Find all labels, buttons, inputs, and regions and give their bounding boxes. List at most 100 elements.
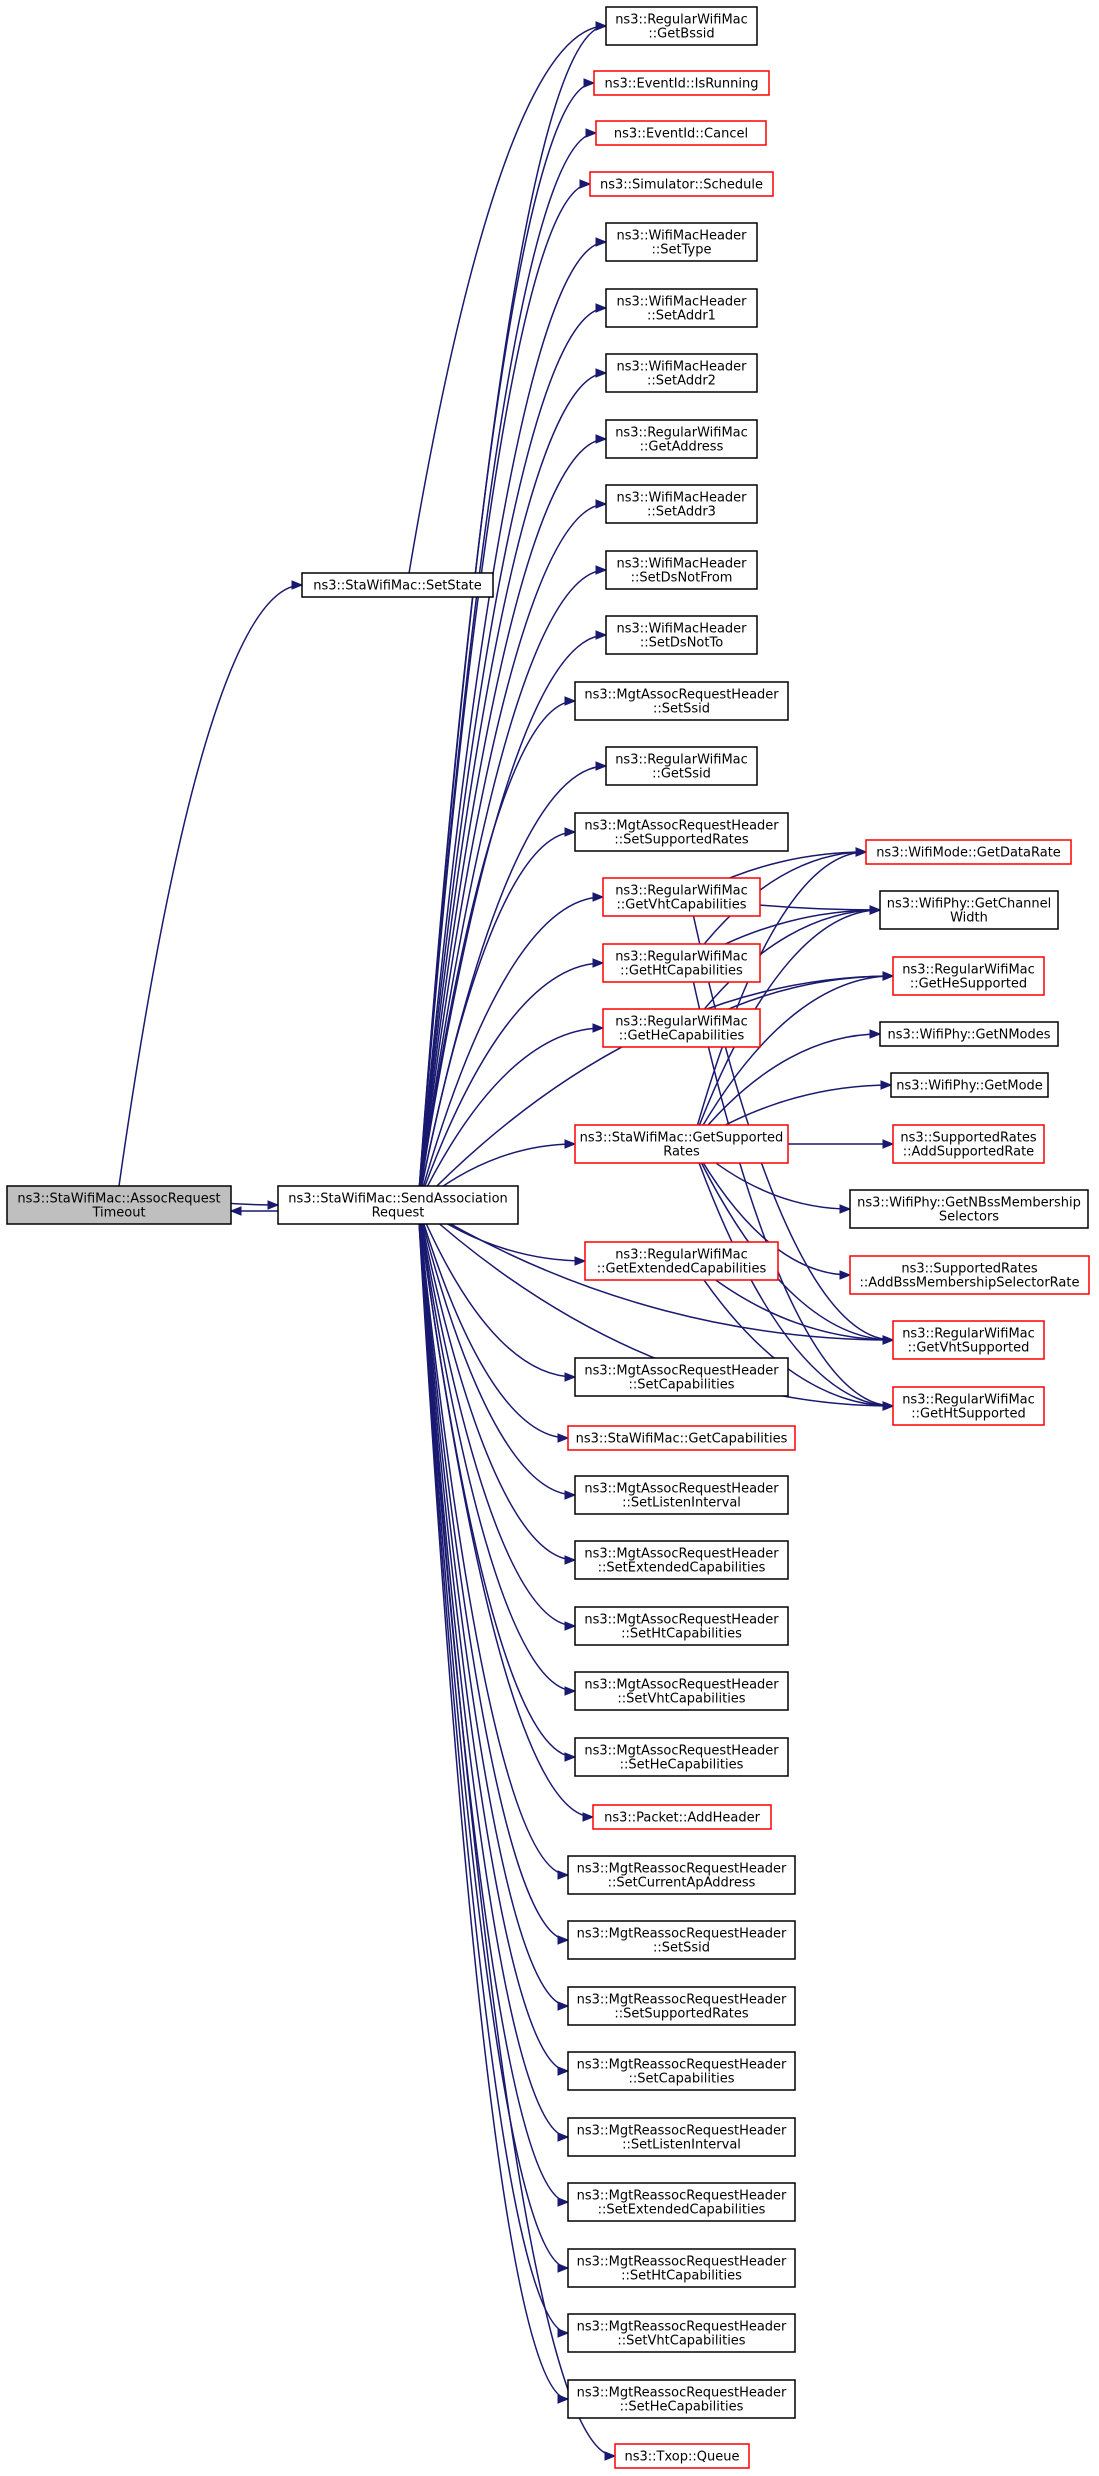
node-a-set-capabilities[interactable]: ns3::MgtAssocRequestHeader::SetCapabilit… xyxy=(574,1357,789,1397)
node-r-set-current-ap-address[interactable]: ns3::MgtReassocRequestHeader::SetCurrent… xyxy=(567,1855,796,1895)
node-label: ns3::Packet::AddHeader xyxy=(604,1811,760,1826)
node-a-set-extended-capabilities[interactable]: ns3::MgtAssocRequestHeader::SetExtendedC… xyxy=(574,1540,789,1580)
edge-send-association-request-to-a-set-listen-interval xyxy=(417,1204,577,1500)
node-label: ns3::StaWifiMac::GetSupported xyxy=(580,1131,784,1146)
node-label: ::GetHeCapabilities xyxy=(619,1029,745,1044)
node-label: ns3::MgtReassocRequestHeader xyxy=(577,1862,787,1877)
node-label: ::SetCurrentApAddress xyxy=(608,1876,756,1891)
node-get-nmodes[interactable]: ns3::WifiPhy::GetNModes xyxy=(879,1021,1059,1047)
node-get-he-capabilities[interactable]: ns3::RegularWifiMac::GetHeCapabilities xyxy=(602,1008,761,1048)
node-add-header[interactable]: ns3::Packet::AddHeader xyxy=(592,1804,772,1830)
node-a-set-ssid[interactable]: ns3::MgtAssocRequestHeader::SetSsid xyxy=(574,681,789,721)
node-get-address[interactable]: ns3::RegularWifiMac::GetAddress xyxy=(605,419,758,459)
node-get-vht-capabilities[interactable]: ns3::RegularWifiMac::GetVhtCapabilities xyxy=(602,877,761,917)
node-label: ns3::MgtAssocRequestHeader xyxy=(584,1613,779,1628)
node-label: ns3::WifiMacHeader xyxy=(616,229,747,244)
node-is-running[interactable]: ns3::EventId::IsRunning xyxy=(593,70,770,96)
node-set-addr3[interactable]: ns3::WifiMacHeader::SetAddr3 xyxy=(605,484,758,524)
node-label: ns3::RegularWifiMac xyxy=(615,753,748,768)
node-get-ssid[interactable]: ns3::RegularWifiMac::GetSsid xyxy=(605,746,758,786)
node-label: ns3::MgtAssocRequestHeader xyxy=(584,1744,779,1759)
node-get-extended-capabilities[interactable]: ns3::RegularWifiMac::GetExtendedCapabili… xyxy=(584,1241,779,1281)
node-label: ns3::MgtReassocRequestHeader xyxy=(577,1993,787,2008)
node-add-supported-rate[interactable]: ns3::SupportedRates::AddSupportedRate xyxy=(892,1124,1045,1164)
node-label: ::GetHeSupported xyxy=(910,977,1027,992)
node-label: ns3::WifiMacHeader xyxy=(616,295,747,310)
node-get-he-supported[interactable]: ns3::RegularWifiMac::GetHeSupported xyxy=(892,956,1045,996)
node-label: ns3::WifiMacHeader xyxy=(616,622,747,637)
node-label: ::GetHtSupported xyxy=(911,1407,1025,1422)
node-a-set-vht-capabilities[interactable]: ns3::MgtAssocRequestHeader::SetVhtCapabi… xyxy=(574,1671,789,1711)
node-label: ::SetCapabilities xyxy=(629,1378,735,1393)
node-label: Width xyxy=(950,911,988,926)
edge-send-association-request-to-r-set-ssid xyxy=(417,1204,570,1945)
node-schedule[interactable]: ns3::Simulator::Schedule xyxy=(589,171,774,197)
node-add-bss-membership-selector-rate[interactable]: ns3::SupportedRates::AddBssMembershipSel… xyxy=(849,1255,1090,1295)
edge-send-association-request-to-a-set-ssid xyxy=(417,696,577,1206)
node-r-set-listen-interval[interactable]: ns3::MgtReassocRequestHeader::SetListenI… xyxy=(567,2117,796,2157)
node-label: ::GetHtCapabilities xyxy=(620,964,743,979)
node-r-set-he-capabilities[interactable]: ns3::MgtReassocRequestHeader::SetHeCapab… xyxy=(567,2379,796,2419)
node-label: ns3::WifiMacHeader xyxy=(616,491,747,506)
node-label: ::AddSupportedRate xyxy=(903,1145,1034,1160)
node-label: ns3::MgtReassocRequestHeader xyxy=(577,2189,787,2204)
node-label: ::SetCapabilities xyxy=(629,2072,735,2087)
node-label: ::SetListenInterval xyxy=(622,1496,741,1511)
node-label: ns3::RegularWifiMac xyxy=(615,13,748,28)
node-r-set-ht-capabilities[interactable]: ns3::MgtReassocRequestHeader::SetHtCapab… xyxy=(567,2248,796,2288)
node-cancel[interactable]: ns3::EventId::Cancel xyxy=(595,120,767,146)
edge-send-association-request-to-set-ds-not-to xyxy=(417,630,608,1206)
node-label: ns3::RegularWifiMac xyxy=(902,1327,1035,1342)
node-get-data-rate[interactable]: ns3::WifiMode::GetDataRate xyxy=(865,839,1072,865)
node-set-addr2[interactable]: ns3::WifiMacHeader::SetAddr2 xyxy=(605,353,758,393)
node-get-bssid[interactable]: ns3::RegularWifiMac::GetBssid xyxy=(605,6,758,46)
node-label: ns3::RegularWifiMac xyxy=(902,1393,1035,1408)
node-get-capabilities[interactable]: ns3::StaWifiMac::GetCapabilities xyxy=(567,1425,796,1451)
node-label: ns3::StaWifiMac::AssocRequest xyxy=(17,1192,220,1207)
node-label: ns3::StaWifiMac::SendAssociation xyxy=(288,1192,508,1207)
node-r-set-extended-capabilities[interactable]: ns3::MgtReassocRequestHeader::SetExtende… xyxy=(567,2182,796,2222)
node-queue[interactable]: ns3::Txop::Queue xyxy=(614,2443,750,2469)
node-r-set-ssid[interactable]: ns3::MgtReassocRequestHeader::SetSsid xyxy=(567,1920,796,1960)
node-label: ::SetType xyxy=(652,243,712,258)
node-label: ::GetSsid xyxy=(652,767,711,782)
node-label: ns3::StaWifiMac::SetState xyxy=(313,579,482,594)
edge-get-supported-rates-to-get-nmodes xyxy=(691,1029,882,1145)
node-get-ht-supported[interactable]: ns3::RegularWifiMac::GetHtSupported xyxy=(892,1386,1045,1426)
node-label: ns3::MgtReassocRequestHeader xyxy=(577,2058,787,2073)
node-get-ht-capabilities[interactable]: ns3::RegularWifiMac::GetHtCapabilities xyxy=(602,943,761,983)
node-label: Timeout xyxy=(91,1206,145,1221)
node-set-type[interactable]: ns3::WifiMacHeader::SetType xyxy=(605,222,758,262)
node-label: ns3::RegularWifiMac xyxy=(615,1248,748,1263)
node-get-mode[interactable]: ns3::WifiPhy::GetMode xyxy=(890,1072,1049,1098)
node-label: ::SetVhtCapabilities xyxy=(617,2334,745,2349)
node-label: ns3::MgtAssocRequestHeader xyxy=(584,1482,779,1497)
node-set-ds-not-to[interactable]: ns3::WifiMacHeader::SetDsNotTo xyxy=(605,615,758,655)
node-label: ns3::MgtReassocRequestHeader xyxy=(577,2320,787,2335)
node-label: ::SetSsid xyxy=(653,702,710,717)
edge-get-supported-rates-to-get-he-supported xyxy=(691,971,895,1145)
node-label: ::SetAddr1 xyxy=(647,309,716,324)
node-label: ns3::MgtAssocRequestHeader xyxy=(584,819,779,834)
node-a-set-listen-interval[interactable]: ns3::MgtAssocRequestHeader::SetListenInt… xyxy=(574,1475,789,1515)
node-a-set-ht-capabilities[interactable]: ns3::MgtAssocRequestHeader::SetHtCapabil… xyxy=(574,1606,789,1646)
node-a-set-he-capabilities[interactable]: ns3::MgtAssocRequestHeader::SetHeCapabil… xyxy=(574,1737,789,1777)
node-set-state[interactable]: ns3::StaWifiMac::SetState xyxy=(301,572,494,598)
node-a-set-supported-rates[interactable]: ns3::MgtAssocRequestHeader::SetSupported… xyxy=(574,812,789,852)
node-set-addr1[interactable]: ns3::WifiMacHeader::SetAddr1 xyxy=(605,288,758,328)
node-label: ns3::MgtAssocRequestHeader xyxy=(584,1547,779,1562)
node-label: ns3::MgtReassocRequestHeader xyxy=(577,2124,787,2139)
node-get-vht-supported[interactable]: ns3::RegularWifiMac::GetVhtSupported xyxy=(892,1320,1045,1360)
node-label: ::SetDsNotTo xyxy=(640,636,723,651)
node-r-set-supported-rates[interactable]: ns3::MgtReassocRequestHeader::SetSupport… xyxy=(567,1986,796,2026)
node-r-set-vht-capabilities[interactable]: ns3::MgtReassocRequestHeader::SetVhtCapa… xyxy=(567,2313,796,2353)
node-label: ns3::WifiPhy::GetNModes xyxy=(887,1028,1050,1043)
node-set-ds-not-from[interactable]: ns3::WifiMacHeader::SetDsNotFrom xyxy=(605,550,758,590)
node-r-set-capabilities[interactable]: ns3::MgtReassocRequestHeader::SetCapabil… xyxy=(567,2051,796,2091)
